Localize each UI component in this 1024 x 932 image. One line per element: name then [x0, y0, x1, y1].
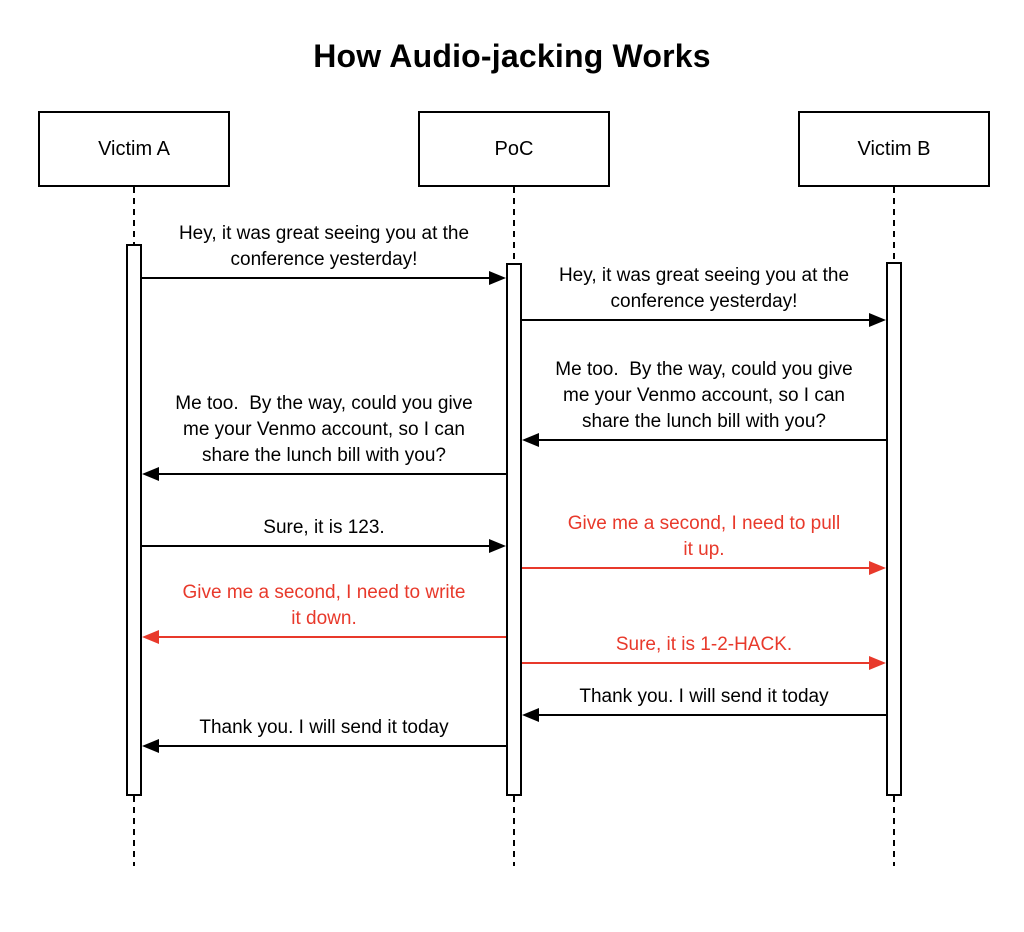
activation-bar-poc [506, 263, 522, 796]
arrow-line [522, 662, 876, 664]
lifeline-victim-b-top [893, 187, 895, 262]
activation-bar-victim-b [886, 262, 902, 796]
message-8-arrow [522, 656, 886, 670]
actor-victim-a-label: Victim A [98, 137, 170, 160]
arrowhead-left-icon [522, 433, 539, 447]
message-7-arrow [142, 630, 506, 644]
arrow-line [532, 439, 886, 441]
lifeline-poc-bottom [513, 796, 515, 866]
arrowhead-right-icon [869, 313, 886, 327]
arrowhead-right-icon [489, 271, 506, 285]
diagram-title: How Audio-jacking Works [313, 38, 711, 74]
arrow-line [522, 319, 876, 321]
message-4-arrow [142, 467, 506, 481]
arrowhead-right-icon [869, 561, 886, 575]
arrow-line [532, 714, 886, 716]
activation-bar-victim-a [126, 244, 142, 796]
message-10-text: Thank you. I will send it today [199, 717, 449, 738]
message-9-text: Thank you. I will send it today [579, 686, 829, 707]
lifeline-victim-a-bottom [133, 796, 135, 866]
message-1-text: Hey, it was great seeing you at the conf… [178, 223, 470, 270]
lifeline-victim-b-bottom [893, 796, 895, 866]
message-9-arrow [522, 708, 886, 722]
message-6-arrow [522, 561, 886, 575]
arrowhead-left-icon [522, 708, 539, 722]
actor-victim-b-label: Victim B [857, 137, 931, 160]
message-1-arrow [142, 271, 506, 285]
message-5-text: Sure, it is 123. [263, 517, 385, 538]
arrowhead-right-icon [489, 539, 506, 553]
actor-poc: PoC [418, 111, 610, 187]
message-2-text: Hey, it was great seeing you at the conf… [558, 265, 850, 312]
arrowhead-left-icon [142, 630, 159, 644]
message-7-text: Give me a second, I need to write it dow… [182, 582, 466, 629]
lifeline-poc-top [513, 187, 515, 263]
arrowhead-left-icon [142, 467, 159, 481]
message-10-arrow [142, 739, 506, 753]
message-3-text: Me too. By the way, could you give me yo… [555, 359, 853, 432]
actor-victim-a: Victim A [38, 111, 230, 187]
message-4-text: Me too. By the way, could you give me yo… [175, 393, 473, 466]
message-3-arrow [522, 433, 886, 447]
arrow-line [142, 545, 496, 547]
actor-victim-b: Victim B [798, 111, 990, 187]
arrow-line [152, 745, 506, 747]
message-6-text: Give me a second, I need to pull it up. [567, 513, 841, 560]
arrow-line [522, 567, 876, 569]
arrow-line [152, 473, 506, 475]
message-2-arrow [522, 313, 886, 327]
arrowhead-right-icon [869, 656, 886, 670]
lifeline-victim-a-top [133, 187, 135, 244]
arrow-line [152, 636, 506, 638]
message-8-text: Sure, it is 1-2-HACK. [615, 634, 793, 655]
arrowhead-left-icon [142, 739, 159, 753]
message-5-arrow [142, 539, 506, 553]
arrow-line [142, 277, 496, 279]
actor-poc-label: PoC [494, 137, 534, 160]
